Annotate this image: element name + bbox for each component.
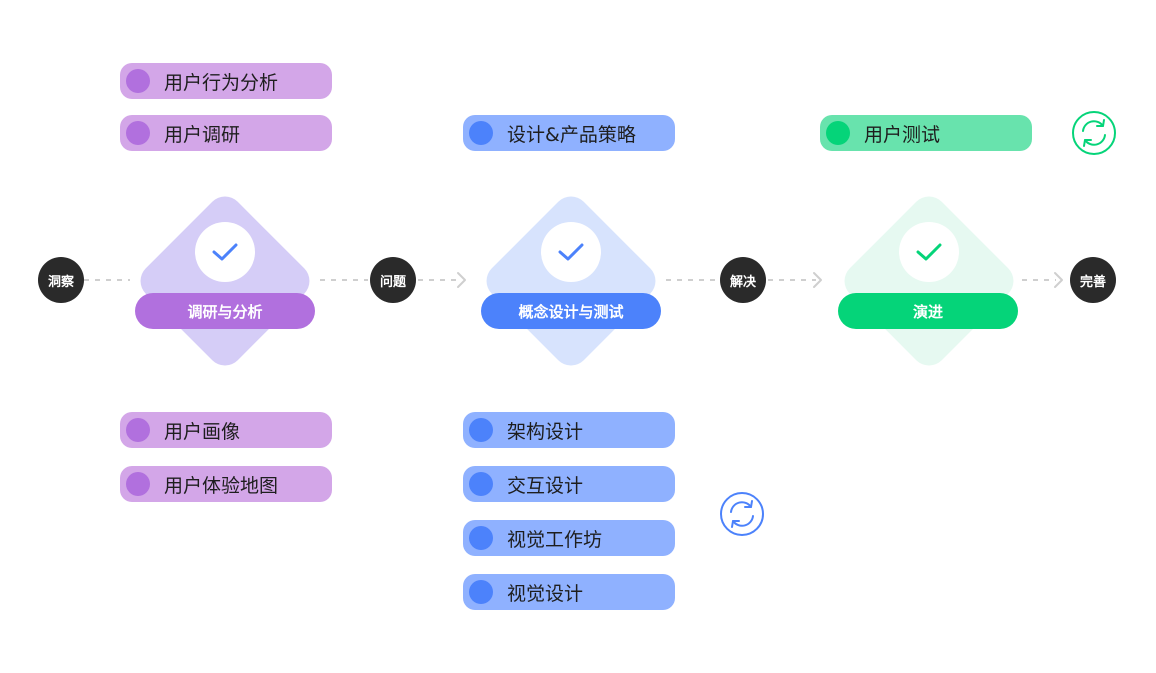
item-label: 交互设计	[507, 474, 584, 497]
bullet-dot	[469, 121, 493, 145]
bullet-dot	[469, 526, 493, 550]
item-label: 用户体验地图	[164, 474, 279, 497]
bullet-dot	[126, 121, 150, 145]
bullet-dot	[126, 69, 150, 93]
list-item: 设计&产品策略	[463, 115, 675, 151]
item-label: 架构设计	[507, 420, 584, 443]
list-item: 架构设计	[463, 412, 675, 448]
list-item: 用户画像	[120, 412, 332, 448]
item-label: 用户行为分析	[164, 71, 279, 94]
stage-evolve-check	[899, 222, 959, 282]
refresh-cycle-icon	[720, 492, 764, 536]
item-label: 视觉设计	[507, 582, 584, 605]
stage-concept-label: 概念设计与测试	[481, 293, 661, 329]
arrow-head-2	[813, 272, 822, 288]
list-item: 用户行为分析	[120, 63, 332, 99]
arrow-head-3	[1054, 272, 1063, 288]
node-insight: 洞察	[38, 257, 84, 303]
list-item: 视觉工作坊	[463, 520, 675, 556]
bullet-dot	[469, 418, 493, 442]
checkmark-icon	[558, 243, 584, 261]
item-label: 视觉工作坊	[507, 528, 603, 551]
bullet-dot	[126, 418, 150, 442]
node-problem: 问题	[370, 257, 416, 303]
stage-research-label: 调研与分析	[135, 293, 315, 329]
bullet-dot	[826, 121, 850, 145]
item-label: 用户调研	[164, 123, 241, 146]
list-item: 交互设计	[463, 466, 675, 502]
bullet-dot	[469, 580, 493, 604]
refresh-cycle-icon	[1072, 111, 1116, 155]
stage-evolve-label: 演进	[838, 293, 1018, 329]
item-label: 设计&产品策略	[507, 123, 636, 146]
list-item: 用户调研	[120, 115, 332, 151]
arrow-head-1	[457, 272, 466, 288]
item-label: 用户测试	[864, 123, 941, 146]
stage-concept-check	[541, 222, 601, 282]
item-label: 用户画像	[164, 420, 241, 443]
list-item: 用户体验地图	[120, 466, 332, 502]
node-finish: 完善	[1070, 257, 1116, 303]
list-item: 视觉设计	[463, 574, 675, 610]
checkmark-icon	[916, 243, 942, 261]
bullet-dot	[126, 472, 150, 496]
list-item: 用户测试	[820, 115, 1032, 151]
checkmark-icon	[212, 243, 238, 261]
bullet-dot	[469, 472, 493, 496]
stage-research-check	[195, 222, 255, 282]
node-solve: 解决	[720, 257, 766, 303]
